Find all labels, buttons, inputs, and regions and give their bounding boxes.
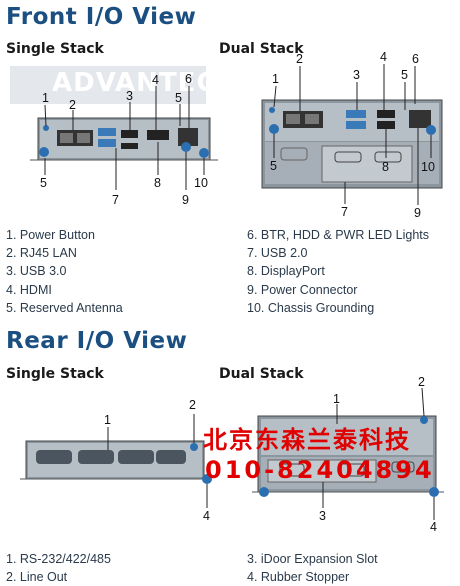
front-dual-usb30-a bbox=[346, 110, 366, 118]
front-legend-left: 1. Power Button 2. RJ45 LAN 3. USB 3.0 4… bbox=[6, 226, 123, 317]
front-dual-antenna bbox=[269, 124, 279, 134]
legend-item: 7. USB 2.0 bbox=[247, 246, 308, 261]
watermark-company-name: 北京东森兰泰科技 bbox=[203, 426, 411, 454]
front-single-displayport bbox=[147, 130, 169, 140]
advantech-logo-band bbox=[10, 66, 206, 104]
front-single-callout-6: 6 bbox=[185, 72, 192, 86]
rear-dual-callout-4: 4 bbox=[430, 520, 437, 534]
front-single-callout-10: 10 bbox=[194, 176, 208, 190]
front-single-usb30-b bbox=[98, 139, 116, 147]
front-single-callout-4: 4 bbox=[152, 73, 159, 87]
legend-item: 9. Power Connector bbox=[247, 282, 358, 297]
front-dual-callout-1: 1 bbox=[272, 72, 279, 86]
front-single-antenna-right bbox=[181, 142, 191, 152]
front-single-callout-3: 3 bbox=[126, 89, 133, 103]
front-dual-hdmi bbox=[377, 110, 395, 118]
rear-dual-rubber-stopper-right bbox=[429, 487, 439, 497]
front-dual-callout-10: 10 bbox=[421, 160, 435, 174]
front-dual-power-button bbox=[269, 107, 275, 113]
front-single-callout-7: 7 bbox=[112, 193, 119, 207]
front-single-power-connector bbox=[178, 128, 198, 146]
front-dual-callout-6: 6 bbox=[412, 52, 419, 66]
front-single-callout-5a: 5 bbox=[175, 91, 182, 105]
rear-dual-upper-faceplate bbox=[261, 419, 433, 455]
front-dual-displayport bbox=[377, 121, 395, 129]
legend-item: 1. Power Button bbox=[6, 228, 95, 242]
front-dual-callout-5b: 5 bbox=[270, 159, 277, 173]
front-io-title: Front I/O View bbox=[6, 4, 197, 30]
rear-dual-callout-2: 2 bbox=[418, 375, 425, 389]
legend-item: 4. HDMI bbox=[6, 282, 52, 297]
front-dual-callout-9: 9 bbox=[414, 206, 421, 220]
front-single-callout-9: 9 bbox=[182, 193, 189, 207]
rear-dual-stack-label: Dual Stack bbox=[219, 366, 304, 382]
rear-single-com2 bbox=[78, 450, 114, 464]
front-dual-callout-4: 4 bbox=[380, 50, 387, 64]
front-single-callout-5b: 5 bbox=[40, 176, 47, 190]
watermark-phone: 010-82404894 bbox=[205, 456, 435, 484]
legend-item: 2. RJ45 LAN bbox=[6, 246, 77, 261]
front-single-usb20 bbox=[121, 143, 138, 149]
front-dual-blank-cover bbox=[280, 147, 308, 161]
front-dual-callout-8: 8 bbox=[382, 160, 389, 174]
rear-single-callout-1: 1 bbox=[104, 413, 111, 427]
legend-item: 5. Reserved Antenna bbox=[6, 300, 123, 315]
front-single-antenna-left bbox=[39, 147, 49, 157]
legend-item: 3. USB 3.0 bbox=[6, 264, 67, 279]
front-dual-callout-2: 2 bbox=[296, 52, 303, 66]
front-legend-right: 6. BTR, HDD & PWR LED Lights 7. USB 2.0 … bbox=[247, 226, 429, 317]
legend-item: 3. iDoor Expansion Slot bbox=[247, 552, 378, 566]
rear-single-callout-4: 4 bbox=[203, 509, 210, 523]
front-dual-stack-label: Dual Stack bbox=[219, 41, 304, 57]
rear-single-rubber-stopper bbox=[202, 474, 212, 484]
rear-single-com1 bbox=[36, 450, 72, 464]
legend-item: 1. RS-232/422/485 bbox=[6, 552, 111, 566]
front-single-callout-1: 1 bbox=[42, 91, 49, 105]
rear-dual-rubber-stopper-left bbox=[259, 487, 269, 497]
front-single-callout-8: 8 bbox=[154, 176, 161, 190]
rear-dual-line-out bbox=[420, 416, 428, 424]
front-dual-callout-3: 3 bbox=[353, 68, 360, 82]
front-single-callout-2: 2 bbox=[69, 98, 76, 112]
rear-io-title: Rear I/O View bbox=[6, 328, 188, 354]
front-dual-grounding bbox=[426, 125, 436, 135]
legend-item: 6. BTR, HDD & PWR LED Lights bbox=[247, 228, 429, 242]
front-single-usb30-a bbox=[98, 128, 116, 136]
legend-item: 10. Chassis Grounding bbox=[247, 300, 375, 315]
legend-item: 2. Line Out bbox=[6, 570, 68, 585]
rear-dual-callout-1: 1 bbox=[333, 392, 340, 406]
advantech-logo: ADVANTECH bbox=[52, 68, 240, 98]
legend-item: 8. DisplayPort bbox=[247, 264, 325, 279]
front-single-power-button bbox=[43, 125, 49, 131]
rear-single-stack-label: Single Stack bbox=[6, 366, 104, 382]
front-single-grounding bbox=[199, 148, 209, 158]
rear-single-com3 bbox=[118, 450, 154, 464]
rear-single-callout-2: 2 bbox=[189, 398, 196, 412]
front-dual-power-connector bbox=[409, 110, 431, 128]
front-dual-usb30-b bbox=[346, 121, 366, 129]
front-single-stack-label: Single Stack bbox=[6, 41, 104, 57]
rear-legend-right: 3. iDoor Expansion Slot 4. Rubber Stoppe… bbox=[247, 550, 378, 586]
rear-single-com4 bbox=[156, 450, 186, 464]
front-single-hdmi bbox=[121, 130, 138, 138]
rear-dual-callout-3: 3 bbox=[319, 509, 326, 523]
front-dual-callout-5a: 5 bbox=[401, 68, 408, 82]
front-dual-callout-7: 7 bbox=[341, 205, 348, 219]
rear-single-line-out bbox=[190, 443, 198, 451]
rear-legend-left: 1. RS-232/422/485 2. Line Out bbox=[6, 550, 111, 586]
legend-item: 4. Rubber Stopper bbox=[247, 570, 350, 585]
